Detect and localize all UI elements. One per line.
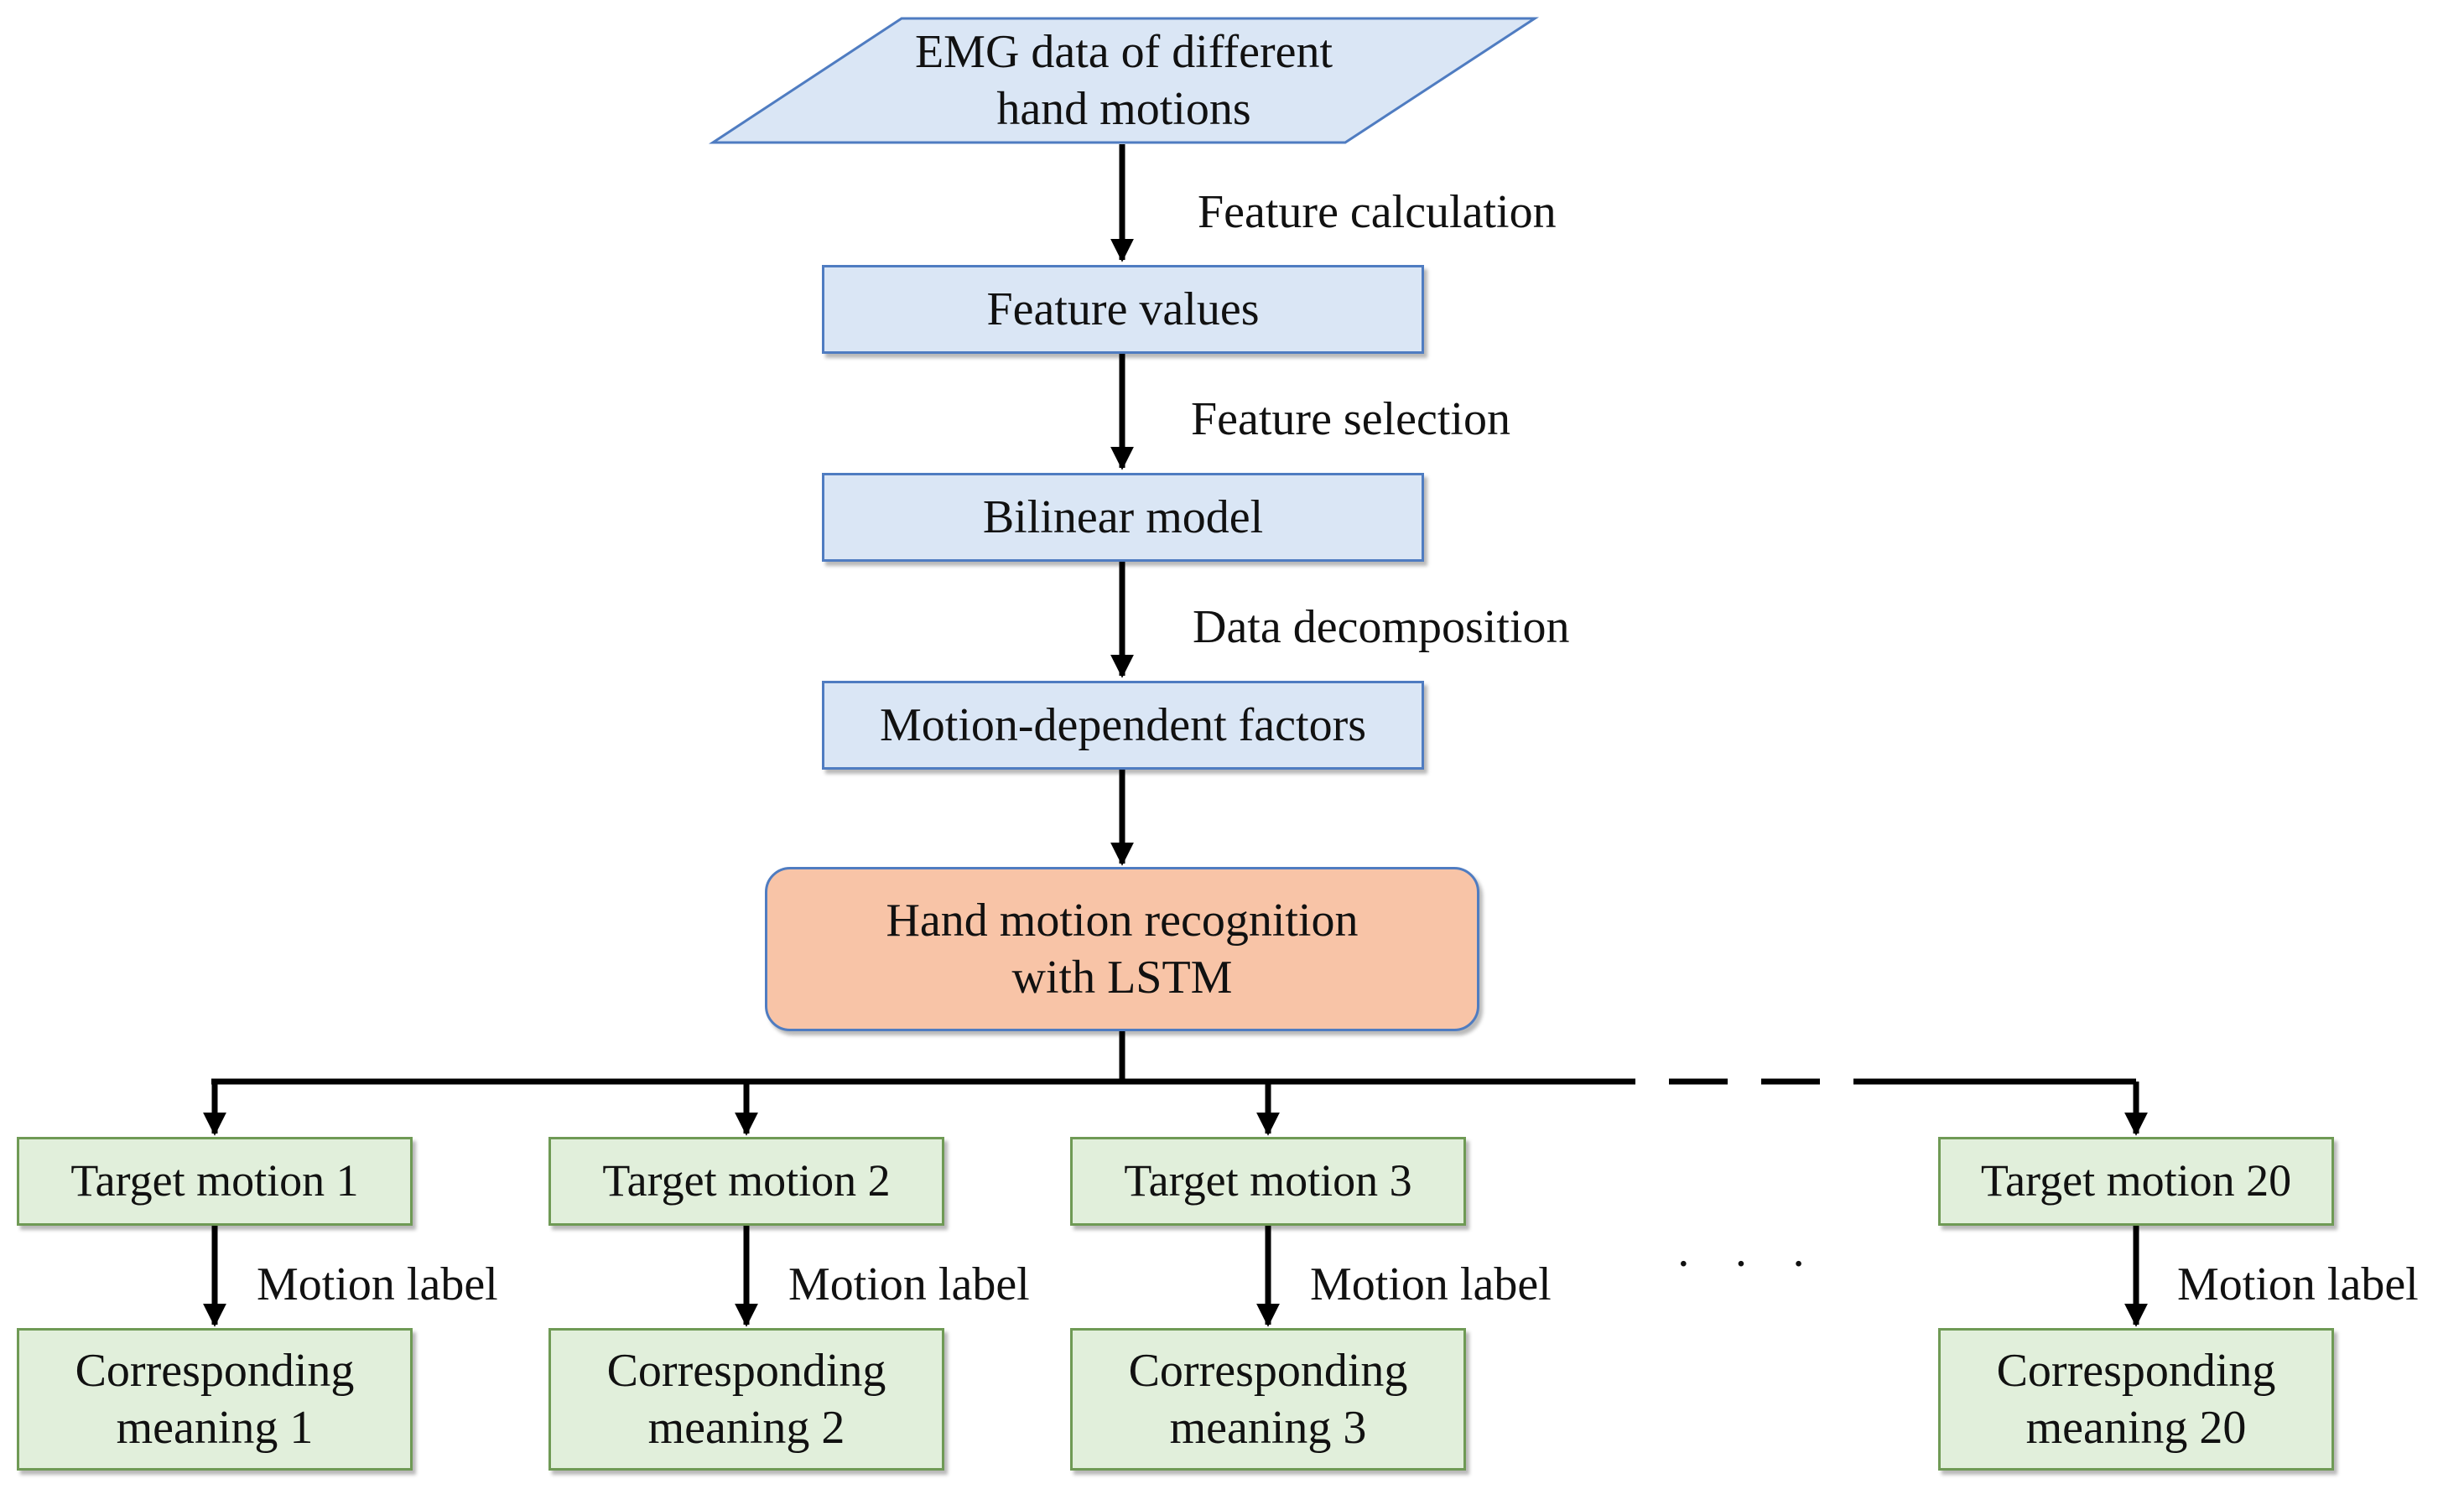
- meaning-20-line2: meaning 20: [2025, 1402, 2247, 1454]
- bilinear-model-label: Bilinear model: [982, 490, 1264, 543]
- feature-calculation-label: Feature calculation: [1198, 186, 1557, 238]
- target-motion-2-node: Target motion 2: [548, 1137, 944, 1226]
- meaning-1-line1: Corresponding: [75, 1344, 355, 1397]
- corresponding-meaning-2-node: Corresponding meaning 2: [548, 1328, 944, 1471]
- meaning-20-line1: Corresponding: [1996, 1344, 2276, 1397]
- motion-label-3: Motion label: [1310, 1258, 1552, 1310]
- lstm-recognition-node: Hand motion recognition with LSTM: [765, 867, 1479, 1031]
- target-motion-1-node: Target motion 1: [17, 1137, 413, 1226]
- input-parallelogram-shape: [708, 17, 1540, 144]
- target-motion-3-label: Target motion 3: [1124, 1155, 1412, 1206]
- corresponding-meaning-20-node: Corresponding meaning 20: [1938, 1328, 2334, 1471]
- meaning-1-line2: meaning 1: [116, 1402, 314, 1454]
- meaning-3-line2: meaning 3: [1169, 1402, 1367, 1454]
- bilinear-model-node: Bilinear model: [822, 473, 1424, 562]
- data-decomposition-label: Data decomposition: [1193, 601, 1570, 653]
- lstm-recognition-line2: with LSTM: [1011, 952, 1233, 1004]
- motion-label-20: Motion label: [2177, 1258, 2419, 1310]
- target-motion-20-node: Target motion 20: [1938, 1137, 2334, 1226]
- input-node-line1: EMG data of different: [914, 25, 1333, 78]
- meaning-3-line1: Corresponding: [1128, 1344, 1408, 1397]
- input-node-line2: hand motions: [996, 83, 1251, 135]
- corresponding-meaning-1-node: Corresponding meaning 1: [17, 1328, 413, 1471]
- ellipsis-more-targets: · · ·: [1676, 1238, 1822, 1290]
- motion-dependent-factors-node: Motion-dependent factors: [822, 681, 1424, 770]
- target-motion-20-label: Target motion 20: [1980, 1155, 2292, 1206]
- target-motion-1-label: Target motion 1: [70, 1155, 359, 1206]
- corresponding-meaning-3-node: Corresponding meaning 3: [1070, 1328, 1466, 1471]
- target-motion-2-label: Target motion 2: [602, 1155, 891, 1206]
- feature-values-label: Feature values: [986, 283, 1260, 335]
- motion-label-1: Motion label: [257, 1258, 498, 1310]
- input-node: EMG data of different hand motions: [780, 18, 1468, 143]
- motion-label-2: Motion label: [788, 1258, 1030, 1310]
- meaning-2-line2: meaning 2: [647, 1402, 845, 1454]
- feature-selection-label: Feature selection: [1191, 393, 1510, 445]
- feature-values-node: Feature values: [822, 265, 1424, 354]
- target-motion-3-node: Target motion 3: [1070, 1137, 1466, 1226]
- meaning-2-line1: Corresponding: [606, 1344, 886, 1397]
- lstm-recognition-line1: Hand motion recognition: [886, 894, 1359, 947]
- motion-dependent-factors-label: Motion-dependent factors: [879, 698, 1367, 751]
